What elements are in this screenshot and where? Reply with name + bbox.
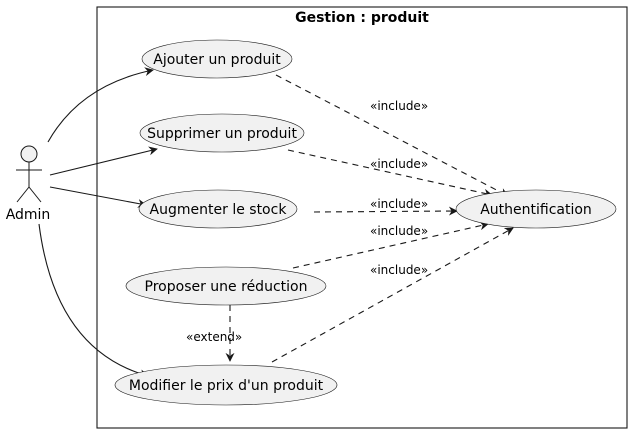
include-modifier-auth	[271, 227, 514, 363]
include-augmenter-auth	[313, 206, 458, 216]
usecase-authentification[interactable]: Authentification	[455, 189, 617, 229]
include-label: «include»	[370, 224, 428, 238]
actor-leg-left	[16, 186, 30, 203]
include-label: «include»	[370, 99, 428, 113]
include-label: «include»	[370, 263, 428, 277]
usecase-label: Ajouter un produit	[153, 52, 281, 68]
usecase-label: Augmenter le stock	[150, 202, 288, 218]
include-label: «include»	[370, 157, 428, 171]
actor-head	[20, 145, 38, 163]
usecase-proposer-reduction[interactable]: Proposer une réduction	[125, 266, 327, 306]
usecase-label: Authentification	[480, 202, 592, 218]
assoc-supprimer	[49, 146, 158, 176]
actor-label: Admin	[6, 207, 51, 223]
usecase-label: Modifier le prix d'un produit	[129, 378, 324, 394]
usecase-augmenter-stock[interactable]: Augmenter le stock	[138, 189, 298, 229]
system-title: Gestion : produit	[295, 10, 429, 26]
assoc-augmenter	[49, 186, 147, 208]
usecase-supprimer-produit[interactable]: Supprimer un produit	[139, 113, 305, 153]
assoc-ajouter	[47, 67, 154, 143]
usecase-label: Proposer une réduction	[145, 279, 308, 295]
usecase-label: Supprimer un produit	[147, 126, 297, 142]
include-label: «include»	[370, 197, 428, 211]
extend-label: «extend»	[186, 330, 242, 344]
usecase-modifier-prix[interactable]: Modifier le prix d'un produit	[114, 364, 338, 406]
actor-leg-right	[28, 186, 42, 203]
usecase-ajouter-produit[interactable]: Ajouter un produit	[141, 39, 293, 79]
assoc-modifier	[38, 223, 149, 379]
actor-admin[interactable]: Admin	[6, 145, 51, 223]
include-reduction-auth	[292, 221, 489, 269]
include-supprimer-auth	[287, 149, 493, 198]
